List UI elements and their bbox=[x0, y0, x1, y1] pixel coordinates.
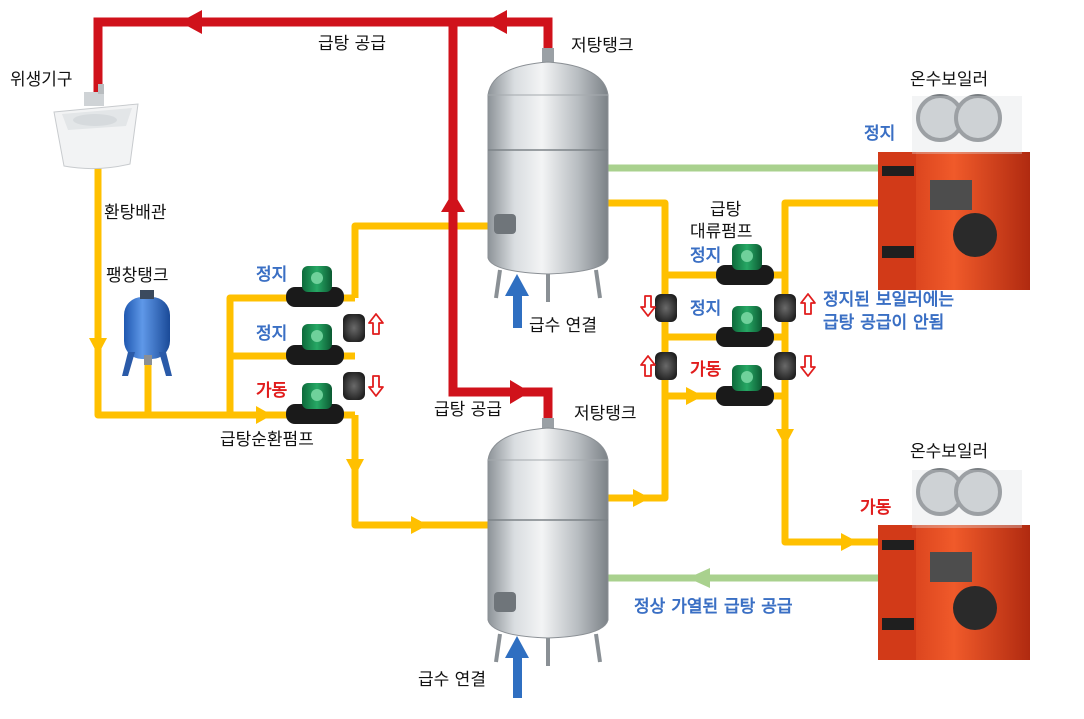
hot-flow-arrows bbox=[180, 10, 530, 404]
label-boiler-bottom: 온수보일러 bbox=[910, 442, 989, 462]
note-line-2: 급탕 공급이 안됨 bbox=[823, 312, 945, 333]
up-arrow-icon bbox=[640, 355, 656, 377]
flow-arrow-green bbox=[688, 568, 710, 588]
label-hot-supply-mid: 급탕 공급 bbox=[434, 400, 502, 420]
label-water-inlet-top: 급수 연결 bbox=[529, 316, 597, 336]
circ-pump-3 bbox=[286, 383, 344, 424]
note-line-1: 정지된 보일러에는 bbox=[823, 290, 955, 310]
status-circ-pump-1: 정지 bbox=[256, 265, 288, 285]
up-arrow-icon bbox=[800, 293, 816, 315]
down-arrow-icon bbox=[640, 295, 656, 317]
status-boiler-top: 정지 bbox=[864, 124, 896, 144]
status-conv-pump-1: 정지 bbox=[690, 246, 722, 266]
status-conv-pump-3: 가동 bbox=[690, 360, 722, 380]
label-water-inlet-bottom: 급수 연결 bbox=[418, 670, 486, 690]
storage-tank-top bbox=[487, 48, 609, 302]
status-boiler-bottom: 가동 bbox=[860, 498, 892, 518]
water-inlet-arrows bbox=[505, 274, 529, 698]
label-supply-pump-line2: 대류펌프 bbox=[690, 222, 753, 242]
label-supply-pump-line1: 급탕 bbox=[710, 200, 742, 220]
conv-pump-3 bbox=[716, 365, 774, 406]
boiler-top bbox=[878, 94, 1030, 290]
status-conv-pump-2: 정지 bbox=[690, 299, 722, 319]
circ-pump-2 bbox=[286, 324, 344, 365]
note-stopped-boiler: 정지된 보일러에는 급탕 공급이 안됨 bbox=[823, 289, 954, 335]
label-fixture: 위생기구 bbox=[10, 70, 73, 90]
up-arrow-icon bbox=[368, 313, 384, 335]
label-expansion-tank: 팽창탱크 bbox=[106, 266, 169, 286]
label-hot-supply-top: 급탕 공급 bbox=[318, 34, 386, 54]
green-lines bbox=[607, 164, 880, 588]
circ-pump-1 bbox=[286, 266, 344, 307]
label-return-pipe: 환탕배관 bbox=[104, 203, 167, 223]
fixture-sink bbox=[53, 84, 139, 170]
storage-tank-bottom bbox=[487, 418, 609, 666]
status-circ-pump-2: 정지 bbox=[256, 324, 288, 344]
down-arrow-icon bbox=[800, 355, 816, 377]
expansion-tank bbox=[122, 290, 172, 376]
down-arrow-icon bbox=[368, 375, 384, 397]
label-tank-top: 저탕탱크 bbox=[571, 36, 634, 56]
note-normal-supply: 정상 가열된 급탕 공급 bbox=[634, 597, 793, 617]
conv-pump-1 bbox=[716, 244, 774, 285]
convection-pumps bbox=[716, 244, 774, 406]
circulation-pumps bbox=[286, 266, 344, 424]
status-circ-pump-3: 가동 bbox=[256, 381, 288, 401]
valve-direction-arrows bbox=[368, 293, 816, 397]
check-valves bbox=[343, 294, 796, 400]
label-boiler-top: 온수보일러 bbox=[910, 70, 989, 90]
boiler-bottom bbox=[878, 468, 1030, 660]
return-flow-arrows bbox=[89, 338, 858, 551]
label-circ-pump: 급탕순환펌프 bbox=[220, 430, 314, 450]
conv-pump-2 bbox=[716, 306, 774, 347]
label-tank-bottom: 저탕탱크 bbox=[574, 404, 637, 424]
